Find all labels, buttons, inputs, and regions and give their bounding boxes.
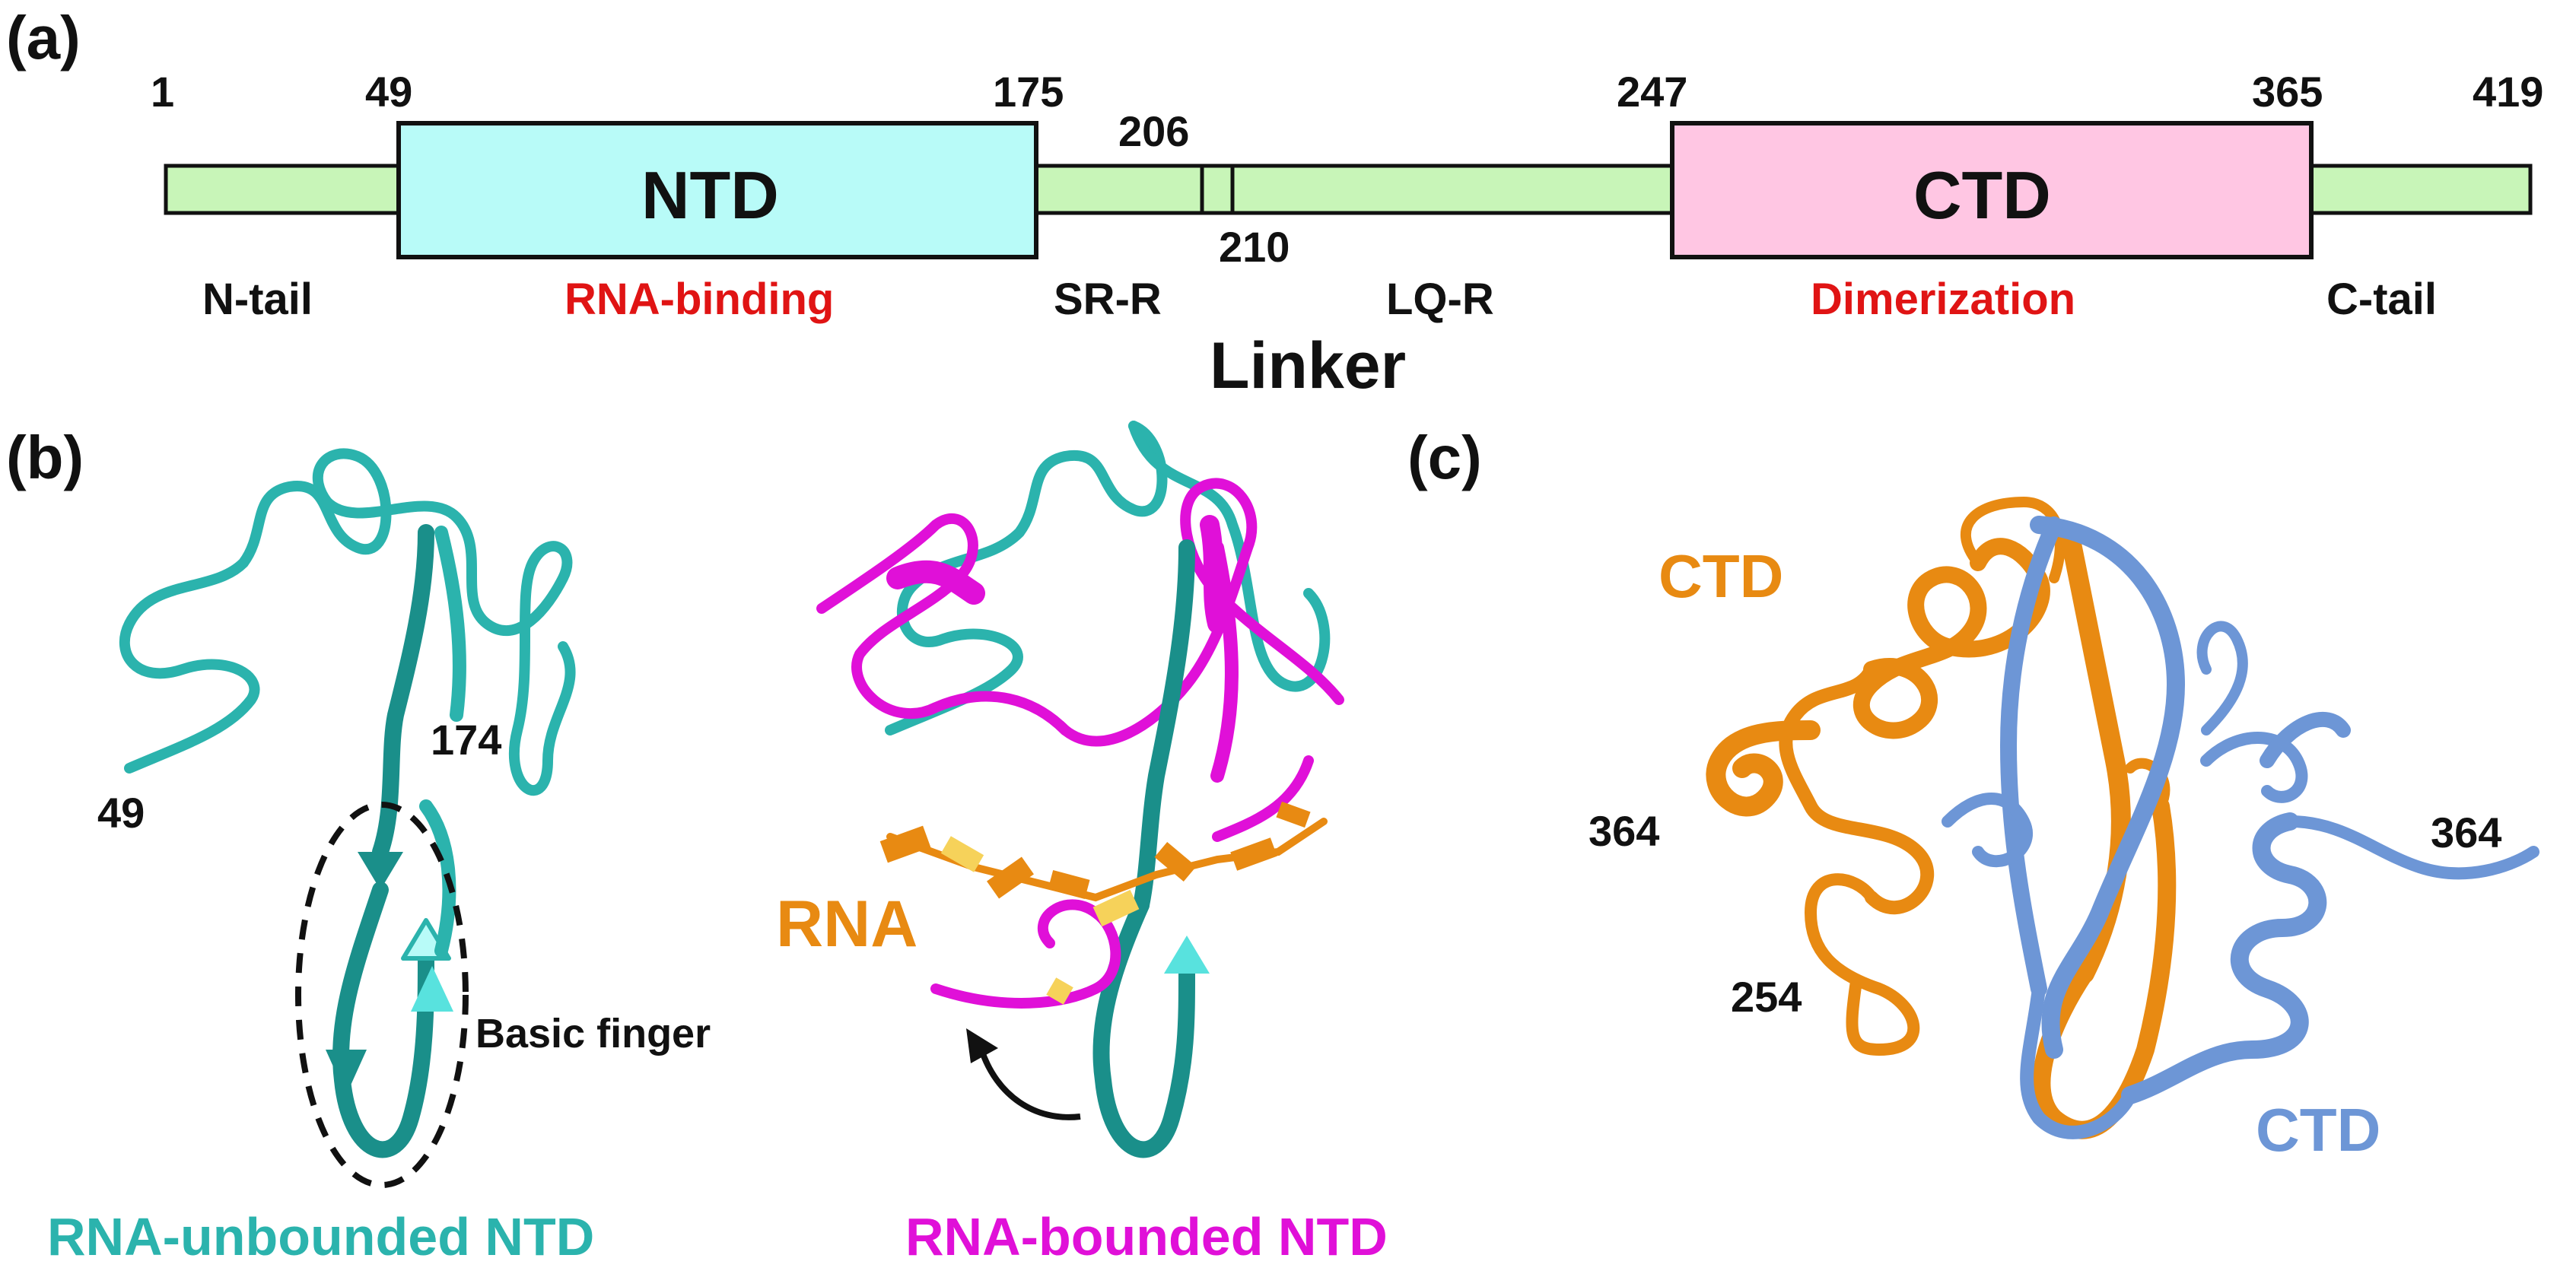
panel-label-c: (c): [1407, 424, 1482, 491]
position-365: 365: [2252, 68, 2323, 116]
ctd-box: [1670, 121, 2314, 259]
linker-segment: [1032, 164, 1674, 215]
ntd-bound-structure: [816, 421, 1344, 1158]
ntd-box: [396, 121, 1038, 259]
ntd-box-label: NTD: [641, 157, 779, 233]
dimerization-label: Dimerization: [1811, 275, 2076, 324]
c-tail-segment: [2307, 164, 2533, 215]
position-206: 206: [1118, 107, 1190, 155]
residue-49-label: 49: [97, 789, 145, 837]
basic-finger-label: Basic finger: [475, 1011, 711, 1056]
ctd-dimer-structure: [1706, 497, 2539, 1139]
unbound-ntd-caption: RNA-unbounded NTD: [47, 1207, 595, 1266]
position-210: 210: [1219, 223, 1290, 271]
residue-364-left-label: 364: [1589, 807, 1660, 855]
residue-364-right-label: 364: [2431, 809, 2502, 856]
panel-label-a: (a): [6, 4, 81, 71]
bound-ntd-caption: RNA-bounded NTD: [905, 1207, 1388, 1266]
n-tail-label: N-tail: [202, 275, 313, 324]
ctd-orange-label: CTD: [1658, 542, 1784, 610]
c-tail-label: C-tail: [2326, 275, 2437, 324]
rna-label: RNA: [776, 888, 918, 961]
sr-r-label: SR-R: [1054, 275, 1162, 324]
position-247: 247: [1617, 68, 1688, 116]
ctd-box-label: CTD: [1913, 157, 2051, 233]
linker-label: Linker: [1210, 329, 1407, 402]
residue-174-label: 174: [431, 716, 502, 764]
position-49: 49: [365, 68, 413, 116]
rna-binding-label: RNA-binding: [564, 275, 835, 324]
rna-strand: [879, 801, 1328, 1005]
panel-label-b: (b): [6, 424, 84, 491]
domain-map: [164, 121, 2533, 259]
shift-arrow: [966, 1028, 1081, 1120]
n-tail-segment: [164, 164, 404, 215]
basic-finger-ellipse: [295, 802, 469, 1188]
position-175: 175: [993, 68, 1064, 116]
ctd-blue-label: CTD: [2256, 1096, 2381, 1164]
position-419: 419: [2473, 68, 2544, 116]
residue-254-label: 254: [1731, 973, 1802, 1021]
position-1: 1: [151, 68, 175, 116]
lq-r-label: LQ-R: [1386, 275, 1494, 324]
